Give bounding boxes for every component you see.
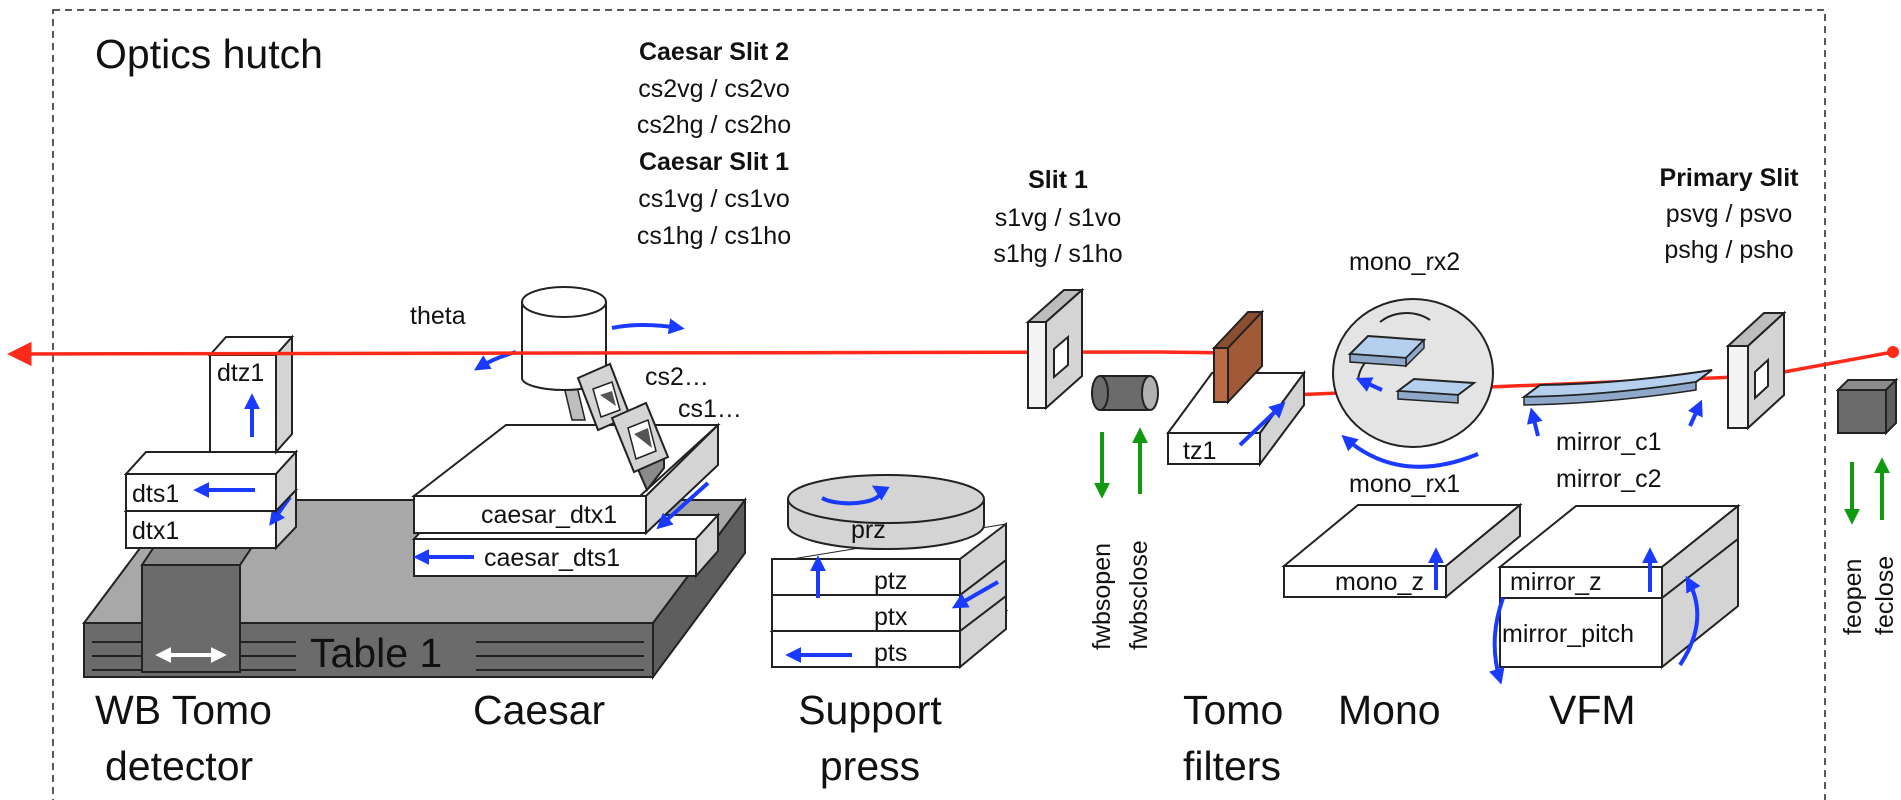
cs2-short-label: cs2… — [645, 363, 709, 391]
monochromator: mono_rx2 mono_rx1 mono_z — [1281, 248, 1523, 600]
mirror-pitch-label: mirror_pitch — [1502, 620, 1634, 648]
mirror-pitch-arrow-left — [1489, 597, 1505, 685]
caesar-slit1-line1: cs1vg / cs1vo — [638, 185, 789, 213]
beam-source-dot — [1887, 346, 1899, 358]
caesar-stage: Caesar Slit 2 cs2vg / cs2vo cs2hg / cs2h… — [410, 38, 791, 579]
fwbsclose-label: fwbsclose — [1125, 540, 1153, 650]
mono-rx1-arrow — [1341, 434, 1479, 469]
cs1-short-label: cs1… — [678, 395, 742, 423]
section-label-caesar: Caesar — [473, 687, 605, 733]
tz1-motion-arrow — [1238, 401, 1286, 447]
caesar-slit2-plate — [576, 362, 632, 432]
slit1-line2: s1hg / s1ho — [993, 240, 1122, 268]
caesar-dtx1-motion-arrow — [656, 481, 710, 530]
mirror-pitch-arrow-right — [1678, 575, 1701, 667]
section-label-support-1: Support — [798, 687, 942, 733]
theta-label: theta — [410, 302, 466, 330]
section-label-wb-tomo-2: detector — [105, 743, 253, 789]
primary-slit-line1: psvg / psvo — [1666, 200, 1792, 228]
caesar-slit2-line2: cs2hg / cs2ho — [637, 111, 791, 139]
mirror-c2-label: mirror_c2 — [1556, 465, 1662, 493]
ptx-motion-arrow — [951, 580, 999, 609]
caesar-slit1-plate — [610, 401, 670, 474]
slit1-line1: s1vg / s1vo — [995, 204, 1121, 232]
vertical-focusing-mirror: mirror_c1 mirror_c2 mirror_z mirror_pitc… — [1489, 369, 1741, 685]
dts1-label: dts1 — [132, 480, 179, 508]
caesar-slit1-line2: cs1hg / cs1ho — [637, 222, 791, 250]
mirror-z-label: mirror_z — [1510, 568, 1602, 596]
caesar-dtx1-label: caesar_dtx1 — [481, 501, 617, 529]
ptx-label: ptx — [874, 603, 908, 631]
dtz1-label: dtz1 — [217, 359, 264, 387]
fwbsopen-label: fwbsopen — [1088, 543, 1116, 650]
primary-slit-line2: pshg / psho — [1664, 236, 1793, 264]
theta-rotation-arrow — [611, 318, 685, 335]
feclose-label: feclose — [1871, 556, 1899, 635]
primary-slit: Primary Slit psvg / psvo pshg / psho — [1660, 164, 1800, 431]
wb-tomo-detector: dtx1 dts1 dtz1 — [123, 334, 299, 673]
fwbs-shutter: fwbsopen fwbsclose — [1088, 375, 1159, 650]
mono-rx2-label: mono_rx2 — [1349, 248, 1460, 276]
table-label: Table 1 — [310, 630, 442, 676]
dtx1-motion-arrow — [269, 495, 292, 526]
mirror-c1-arrow — [1526, 407, 1543, 437]
dtx1-label: dtx1 — [132, 517, 179, 545]
prz-label: prz — [851, 516, 886, 544]
prz-rotation-arrow — [820, 485, 890, 506]
support-press: pts ptx ptz prz — [769, 474, 1009, 670]
tz1-label: tz1 — [1183, 437, 1216, 465]
section-label-tomo-1: Tomo — [1183, 687, 1283, 733]
mono-z-label: mono_z — [1335, 568, 1424, 596]
section-label-mono: Mono — [1338, 687, 1441, 733]
caesar-dts1-label: caesar_dts1 — [484, 544, 620, 572]
hutch-title: Optics hutch — [95, 31, 323, 77]
theta-cylinder — [521, 286, 607, 391]
caesar-slit2-title: Caesar Slit 2 — [639, 38, 789, 66]
caesar-slit1-title: Caesar Slit 1 — [639, 148, 789, 176]
section-label-support-2: press — [820, 743, 920, 789]
mirror-c2-arrow — [1688, 399, 1703, 427]
section-label-tomo-2: filters — [1183, 743, 1281, 789]
section-label-wb-tomo-1: WB Tomo — [95, 687, 272, 733]
ptz-label: ptz — [874, 567, 907, 595]
mirror-c1-label: mirror_c1 — [1556, 428, 1662, 456]
front-end-shutter: feopen feclose — [1835, 377, 1899, 635]
section-label-vfm: VFM — [1549, 687, 1636, 733]
tomo-filter: tz1 — [1166, 309, 1306, 468]
hutch-boundary — [52, 9, 1826, 800]
feopen-label: feopen — [1839, 559, 1867, 635]
slit-1: Slit 1 s1vg / s1vo s1hg / s1ho — [993, 166, 1123, 411]
primary-slit-title: Primary Slit — [1660, 164, 1800, 192]
mono-rx1-label: mono_rx1 — [1349, 470, 1460, 498]
pts-label: pts — [874, 639, 907, 667]
slit1-title: Slit 1 — [1028, 166, 1088, 194]
mono-rx2-arrow — [1355, 377, 1383, 392]
caesar-slit2-line1: cs2vg / cs2vo — [638, 75, 789, 103]
